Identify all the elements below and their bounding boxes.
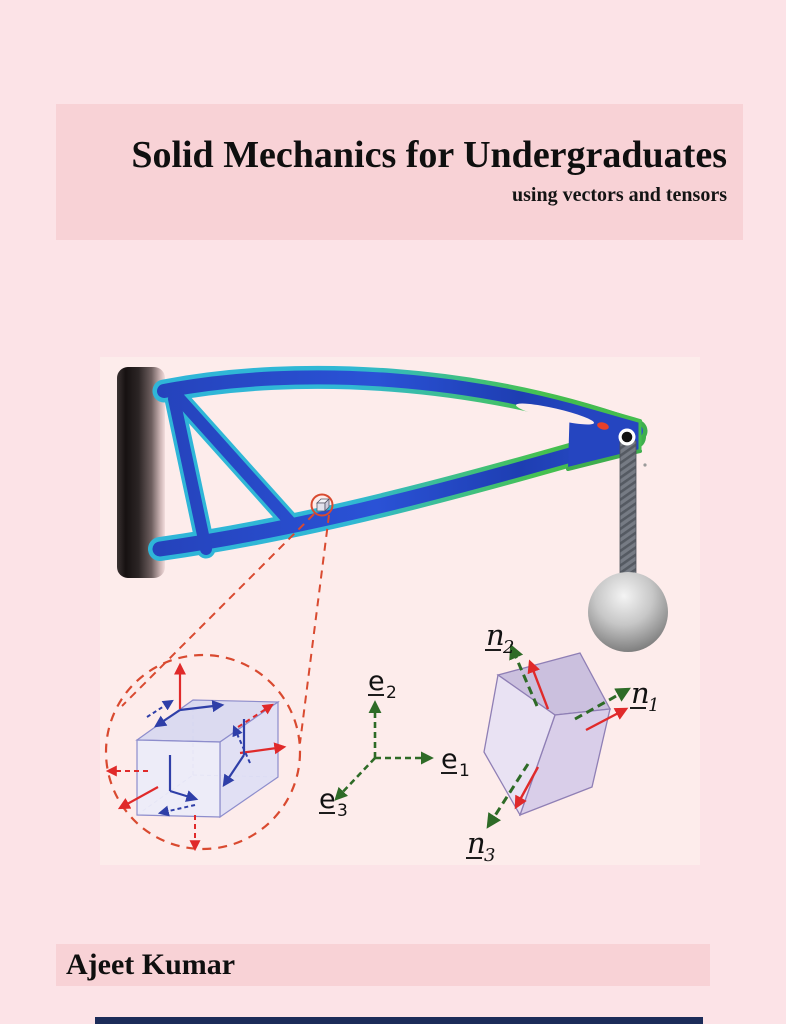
mechanics-figure: e 2 e 1 e 3 <box>104 365 668 866</box>
bracket-body <box>152 370 643 557</box>
weight-ball <box>588 572 668 652</box>
stress-hotspot <box>597 422 609 430</box>
blue-hidden-arrows <box>146 699 251 817</box>
speck <box>643 463 647 467</box>
normal-label-n2-sub: 2 <box>502 637 514 658</box>
red-hidden-arrows <box>105 703 274 852</box>
hanger-rod <box>619 440 637 588</box>
normals-cube: n 2 n 1 n 3 <box>466 618 659 866</box>
axis-label-e1-sub: 1 <box>459 761 470 781</box>
basis-triad: e 2 e 1 e 3 <box>319 666 470 821</box>
blue-shear-arrows <box>153 700 246 802</box>
title-band: Solid Mechanics for Undergraduates using… <box>56 104 743 240</box>
pin-joint <box>618 428 636 446</box>
fixed-wall <box>117 367 165 578</box>
traction-vectors <box>514 659 629 810</box>
axis-label-e1: e <box>441 744 458 775</box>
axis-label-e3-sub: 3 <box>337 801 348 821</box>
axis-label-e2-sub: 2 <box>386 683 397 703</box>
mini-cube-icon <box>316 498 330 512</box>
author-band: Ajeet Kumar <box>56 944 710 986</box>
material-point-callout <box>104 493 334 851</box>
figure-panel: e 2 e 1 e 3 <box>100 357 700 866</box>
normal-label-n2: n <box>486 618 505 652</box>
bottom-strip <box>95 1017 703 1024</box>
author-name: Ajeet Kumar <box>66 948 236 981</box>
red-stress-arrows <box>117 662 287 810</box>
stress-element-cuboid <box>105 662 287 852</box>
zoom-circle <box>104 653 302 851</box>
normal-label-n1: n <box>631 676 650 710</box>
book-subtitle: using vectors and tensors <box>511 183 727 206</box>
book-title: Solid Mechanics for Undergraduates <box>131 134 727 176</box>
normal-label-n1-sub: 1 <box>648 695 659 716</box>
axis-label-e2: e <box>368 666 385 697</box>
normal-label-n3-sub: 3 <box>484 845 495 865</box>
axis-label-e3: e <box>319 784 336 815</box>
normal-vectors <box>486 643 631 829</box>
normal-label-n3: n <box>467 826 486 860</box>
